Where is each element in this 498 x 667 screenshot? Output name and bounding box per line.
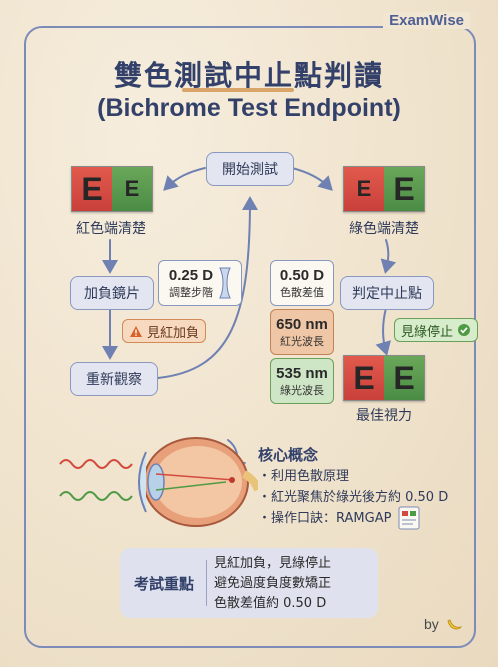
exam-point: 避免過度負度數矯正 (214, 576, 332, 591)
arrow-start-to-red (163, 167, 206, 191)
green-clear-label: 綠色端清楚 (349, 221, 419, 237)
recheck-box: 重新觀察 (70, 362, 158, 396)
step-card: 0.25 D 調整步階 (158, 260, 242, 306)
check-icon (458, 324, 471, 336)
banana-icon (447, 619, 462, 630)
bichrome-chart-red-clear: E E (71, 166, 153, 212)
page-subtitle: (Bichrome Test Endpoint) (97, 94, 401, 122)
author-credit-label: by (424, 616, 439, 632)
red-wavelength-card: 650 nm 紅光波長 (270, 309, 334, 355)
best-vision-label: 最佳視力 (356, 408, 412, 424)
green-wavelength-card: 535 nm 綠光波長 (270, 358, 334, 404)
green-wavelength-label: 綠光波長 (280, 383, 324, 397)
add-minus-lens-box: 加負鏡片 (70, 276, 154, 310)
author-credit: by (424, 616, 462, 632)
exam-points-title: 考試重點 (134, 574, 195, 593)
exam-divider (206, 560, 207, 606)
stop-label: 見綠停止 (401, 324, 454, 340)
red-wavelength-label: 紅光波長 (280, 334, 324, 348)
eye-cross-section-illustration (59, 437, 258, 527)
warning-label: 見紅加負 (147, 325, 200, 341)
concepts-title: 核心概念 (258, 446, 319, 464)
green-wavelength-value: 535 nm (276, 364, 328, 382)
concave-lens-icon (219, 267, 231, 299)
chart-card-icon (398, 506, 420, 530)
exam-point: 色散差值約 0.50 D (214, 596, 327, 611)
add-minus-lens-label: 加負鏡片 (84, 286, 140, 302)
dispersion-label: 色散差值 (280, 285, 324, 299)
start-test-box: 開始測試 (206, 152, 294, 186)
step-label: 調整步階 (168, 285, 213, 299)
red-clear-label: 紅色端清楚 (76, 221, 146, 237)
page-title: 雙色測試中止點判讀 (113, 59, 384, 92)
endpoint-label: 判定中止點 (352, 286, 422, 302)
red-panel: E (344, 356, 384, 400)
exam-points-list: 見紅加負，見綠停止 避免過度負度數矯正 色散差值約 0.50 D (214, 554, 331, 614)
step-value: 0.25 D (168, 266, 214, 284)
red-panel: E (72, 167, 112, 211)
green-panel: E (384, 356, 424, 400)
dispersion-card: 0.50 D 色散差值 (270, 260, 334, 306)
warning-badge: 見紅加負 (122, 319, 207, 343)
letter-e: E (393, 359, 415, 396)
concept-item: ・利用色散原理 (258, 469, 350, 484)
concept-item: ・紅光聚焦於綠光後方約 0.50 D (258, 490, 449, 505)
recheck-label: 重新觀察 (86, 372, 142, 388)
warning-icon (130, 325, 142, 337)
arrow-recheck-to-start (157, 196, 258, 379)
bichrome-chart-balanced: E E (343, 355, 425, 401)
concepts-list: ・利用色散原理 ・紅光聚焦於綠光後方約 0.50 D ・操作口訣：RAMGAP (258, 466, 449, 530)
arrow-endpoint-to-best (375, 307, 391, 356)
brand-logo: ExamWise (383, 12, 470, 29)
green-panel: E (112, 167, 152, 211)
exam-point: 見紅加負，見綠停止 (214, 556, 332, 571)
letter-e: E (124, 176, 140, 201)
arrow-start-to-green (291, 167, 333, 191)
start-test-label: 開始測試 (222, 162, 278, 178)
red-panel: E (344, 167, 384, 211)
bichrome-chart-green-clear: E E (343, 166, 425, 212)
exam-points-box: 考試重點 見紅加負，見綠停止 避免過度負度數矯正 色散差值約 0.50 D (120, 548, 378, 618)
letter-e: E (81, 170, 103, 207)
green-panel: E (384, 167, 424, 211)
stop-badge: 見綠停止 (394, 318, 479, 342)
arrow-green-to-endpoint (380, 239, 397, 274)
endpoint-box: 判定中止點 (340, 276, 434, 310)
letter-e: E (353, 359, 375, 396)
red-wavelength-value: 650 nm (276, 315, 328, 333)
letter-e: E (356, 176, 372, 201)
concept-item: ・操作口訣：RAMGAP (258, 511, 392, 526)
title-underline (182, 88, 294, 92)
dispersion-value: 0.50 D (279, 266, 325, 284)
letter-e: E (393, 170, 415, 207)
